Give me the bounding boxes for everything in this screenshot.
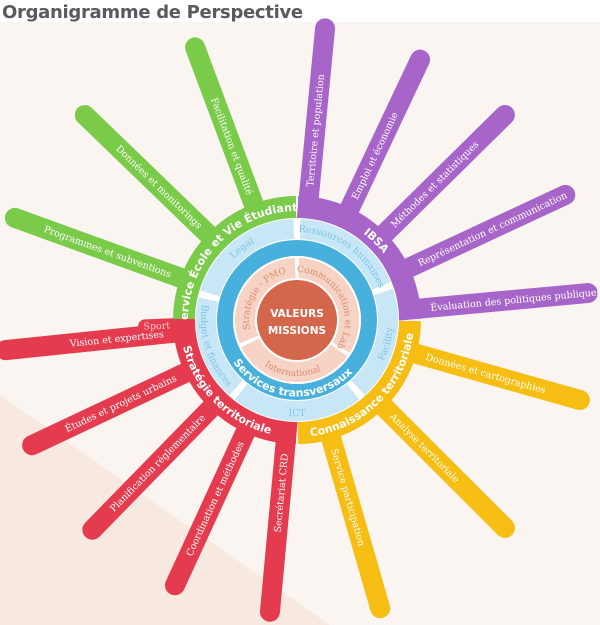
department-ring-3 [173,320,297,444]
service-segment-0 [200,219,295,297]
unit-service-participation-bar [314,406,391,619]
center-missions: MISSIONS [268,325,326,337]
service-segment-1 [299,219,391,290]
unit-facilitation-et-qualite-bar [185,37,272,237]
unit-territoire-et-population-bar [296,18,336,231]
service-3-label: ICT [288,408,306,419]
unit-vision-et-expertises[interactable]: Vision et expertises [0,320,208,361]
unit-methodes-et-statistiques-bar [358,104,515,260]
core-segment-2 [241,337,348,382]
unit-territoire-et-population[interactable]: Territoire et population [296,18,336,231]
unit-planification-reglementaire-bar [82,381,238,540]
service-3: ICT [288,408,306,419]
services-band [217,240,377,400]
center-valeurs: VALEURS [270,308,324,320]
unit-secretariat-crd[interactable]: Secrétariat CRD [259,409,298,622]
department-ring-0 [173,196,297,320]
unit-representation-et-communication-bar [377,184,576,288]
background-band [0,395,330,625]
unit-donnees-et-cartographies-bar [383,337,590,411]
unit-vision-et-expertises-bar [0,320,208,361]
unit-secretariat-crd-bar [259,409,298,622]
unit-etudes-et-projets-urbains-bar [22,352,217,456]
service-segment-3 [234,383,360,421]
unit-evaluation-des-politiques-publiques-bar [386,283,598,321]
unit-programmes-et-subventions-bar [4,207,213,296]
unit-coordination-et-methodes-bar [164,400,266,596]
core-segment-1 [298,258,359,353]
page-title: Organigramme de Perspective [2,2,303,23]
department-ring-1 [297,196,421,320]
center-circle [257,280,337,360]
department-ring-2 [297,320,421,444]
unit-emploi-et-economie-bar [329,49,431,240]
unit-sport-label: Sport [143,321,170,333]
core-segment-0 [235,258,297,344]
service-segment-2 [350,288,398,396]
service-segment-4 [196,297,244,396]
unit-analyse-territoriale-bar [357,380,515,538]
unit-donnees-et-monitorings-bar [74,105,236,261]
